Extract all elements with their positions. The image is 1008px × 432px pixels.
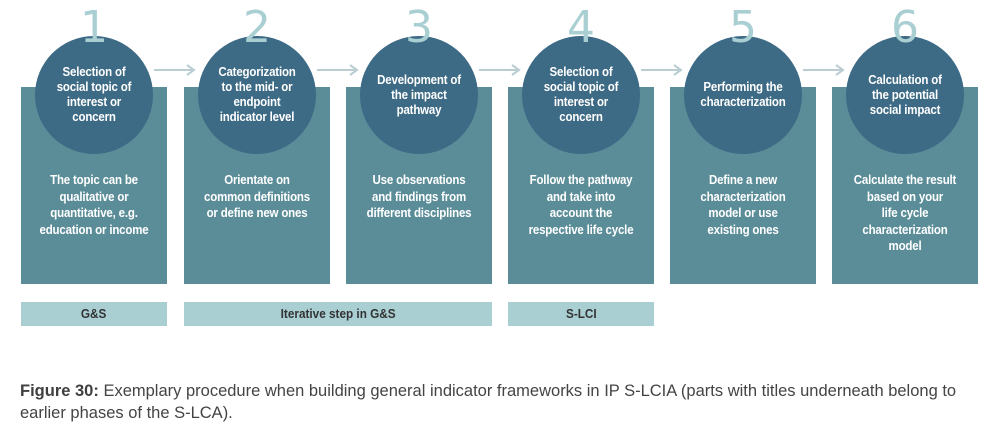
- step-3-description-line: and findings from: [372, 189, 466, 204]
- step-6-title-line: Calculation of: [868, 72, 942, 87]
- step-4-title-line: interest or: [553, 95, 609, 109]
- step-2-description-line: Orientate on: [224, 173, 290, 187]
- step-4-title-line: concern: [559, 110, 603, 124]
- step-1-description: The topic can be qualitative or quantitati…: [21, 172, 167, 238]
- step-2-description-text: Orientate on common definitions or define …: [197, 172, 317, 222]
- step-4-description-line: Follow the pathway: [529, 173, 633, 187]
- step-3-number: 3: [405, 2, 433, 53]
- step-6-number: 6: [891, 2, 919, 53]
- step-5-description-text: Define a new characterization model or use…: [683, 172, 803, 238]
- step-3-description: Use observations and findings from differe…: [346, 172, 492, 222]
- step-2-description-line: or define new ones: [206, 206, 308, 220]
- step-1-description-line: quantitative, e.g.: [50, 206, 138, 220]
- step-1-description-line: The topic can be: [50, 173, 138, 187]
- step-1-title-line: Selection of: [62, 65, 126, 79]
- step-4-number: 4: [567, 2, 595, 53]
- step-3-title-line: pathway: [396, 102, 442, 117]
- step-2-title-line: to the mid- or: [221, 80, 293, 94]
- step-3-title-line: Development of: [377, 72, 461, 87]
- phase-bar-slci: S-LCI: [508, 302, 654, 326]
- step-2-description: Orientate on common definitions or define …: [184, 172, 330, 222]
- step-2-title-line: indicator level: [219, 110, 295, 124]
- step-1-title-line: social topic of: [56, 80, 132, 94]
- step-1-description-line: education or income: [39, 222, 149, 237]
- figure-caption: Figure 30: Exemplary procedure when buil…: [20, 380, 995, 424]
- right-arrow-icon: [803, 64, 845, 76]
- phase-label: S-LCI: [565, 307, 597, 321]
- step-4-title-line: social topic of: [543, 80, 619, 94]
- phase-bar-gs: G&S: [21, 302, 167, 326]
- step-1-number: 1: [80, 2, 108, 53]
- phase-label: G&S: [81, 307, 107, 321]
- step-6-description-line: Calculate the result: [853, 173, 957, 187]
- step-4-description-line: account the: [549, 206, 613, 220]
- step-2-title-line: Categorization: [218, 65, 296, 79]
- step-5-title-line: Performing the: [703, 80, 783, 94]
- step-6-description-text: Calculate the result based on your life cy…: [845, 172, 965, 255]
- step-4-description-line: and take into: [546, 189, 616, 204]
- step-1-title-line: interest or: [66, 95, 122, 109]
- caption-text: Exemplary procedure when building genera…: [20, 382, 957, 422]
- step-5-description-line: Define a new: [708, 173, 778, 187]
- step-1-description-text: The topic can be qualitative or quantitati…: [34, 172, 154, 238]
- step-2-number: 2: [243, 2, 271, 53]
- step-4-title-line: Selection of: [549, 65, 613, 79]
- step-6-title-line: the potential: [872, 87, 938, 102]
- step-5-description: Define a new characterization model or use…: [670, 172, 816, 238]
- step-3-description-line: Use observations: [372, 173, 466, 187]
- step-3-title-line: the impact: [391, 87, 447, 102]
- step-6-description-line: model: [888, 239, 922, 253]
- right-arrow-icon: [641, 64, 683, 76]
- step-5-description-line: characterization: [700, 189, 786, 204]
- step-6-title-line: social impact: [869, 102, 941, 117]
- step-5-number: 5: [729, 2, 757, 53]
- right-arrow-icon: [154, 64, 196, 76]
- step-1-description-line: qualitative or: [59, 189, 129, 204]
- step-6-description: Calculate the result based on your life cy…: [832, 172, 978, 255]
- step-4-description-line: respective life cycle: [528, 222, 634, 237]
- phase-bar-iterative: Iterative step in G&S: [184, 302, 492, 326]
- step-3-description-text: Use observations and findings from differe…: [359, 172, 479, 222]
- step-2-description-line: common definitions: [204, 189, 310, 204]
- step-5-title-line: characterization: [700, 95, 786, 109]
- step-5-description-line: existing ones: [707, 222, 779, 237]
- right-arrow-icon: [317, 64, 359, 76]
- step-6-description-line: based on your: [866, 189, 944, 204]
- step-6-description-line: life cycle: [881, 206, 929, 220]
- caption-label: Figure 30:: [20, 382, 99, 400]
- step-4-description-text: Follow the pathway and take into account t…: [521, 172, 641, 238]
- step-5-description-line: model or use: [708, 206, 778, 220]
- right-arrow-icon: [479, 64, 521, 76]
- step-1-title-line: concern: [72, 110, 116, 124]
- step-4-description: Follow the pathway and take into account t…: [508, 172, 654, 238]
- phase-label: Iterative step in G&S: [280, 307, 396, 321]
- step-3-description-line: different disciplines: [366, 206, 472, 220]
- step-2-title-line: endpoint: [233, 95, 281, 109]
- step-6-description-line: characterization: [862, 222, 948, 237]
